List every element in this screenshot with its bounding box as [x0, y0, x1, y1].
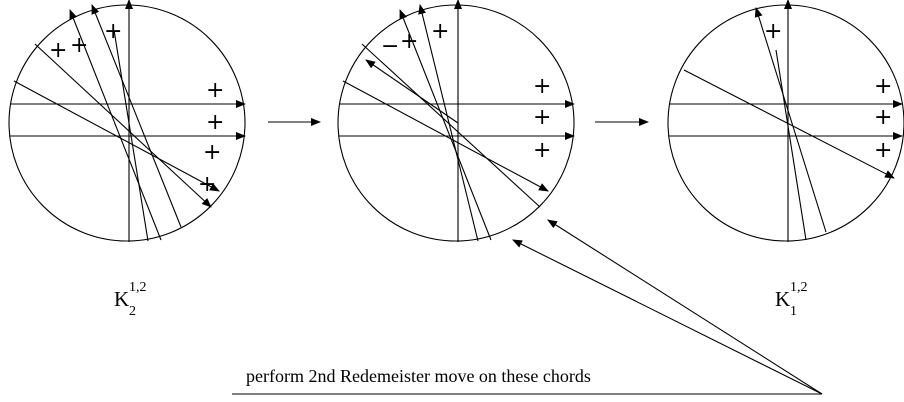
sign-left-1: + [49, 38, 67, 63]
sign-middle-1: − [381, 34, 399, 59]
sign-left-2: + [70, 33, 88, 58]
sign-right-2: + [874, 74, 892, 99]
chord-diagram-middle: − + + + + + [337, 0, 575, 242]
label-right: K 1,2 1 [775, 280, 808, 319]
sign-middle-5: + [533, 105, 551, 130]
sign-left-6: + [203, 140, 221, 165]
sign-middle-4: + [533, 74, 551, 99]
chord-diagram-right: + + + + [667, 0, 904, 242]
chord-left-d4 [91, 4, 182, 228]
sign-left-7: + [198, 172, 216, 197]
sign-left-5: + [206, 110, 224, 135]
chord-left-d3 [69, 9, 162, 241]
label-left: K 1,2 2 [114, 280, 147, 319]
label-left-sup: 1,2 [129, 280, 147, 295]
sign-right-1: + [764, 19, 782, 44]
chord-left-d5 [113, 29, 149, 242]
sign-middle-2: + [400, 29, 418, 54]
chord-middle-d1 [361, 43, 541, 208]
sign-left-3: + [104, 19, 122, 44]
chord-diagram-left: + + + + + + + [8, 0, 246, 242]
chord-middle-d3 [399, 9, 492, 241]
pointer-arrow-2 [512, 239, 823, 395]
label-right-main: K [775, 287, 790, 311]
chord-left-d1 [34, 43, 212, 208]
chord-left-d2 [13, 80, 220, 192]
pointer-arrow-1 [547, 219, 823, 395]
chord-right-d3 [775, 49, 807, 241]
label-right-sup: 1,2 [790, 280, 808, 295]
label-right-sub: 1 [790, 304, 797, 319]
chord-middle-d2 [342, 80, 549, 192]
chord-middle-d5 [365, 59, 459, 124]
chord-middle-d4 [418, 4, 479, 242]
caption-text: perform 2nd Redemeister move on these ch… [246, 366, 591, 386]
label-left-main: K [114, 287, 129, 311]
sign-right-4: + [874, 138, 892, 163]
sign-right-3: + [874, 105, 892, 130]
sign-left-4: + [206, 78, 224, 103]
sign-middle-6: + [533, 138, 551, 163]
chord-right-d2 [754, 7, 827, 233]
chord-right-d1 [683, 69, 895, 179]
sign-middle-3: + [431, 19, 449, 44]
label-left-sub: 2 [129, 304, 136, 319]
